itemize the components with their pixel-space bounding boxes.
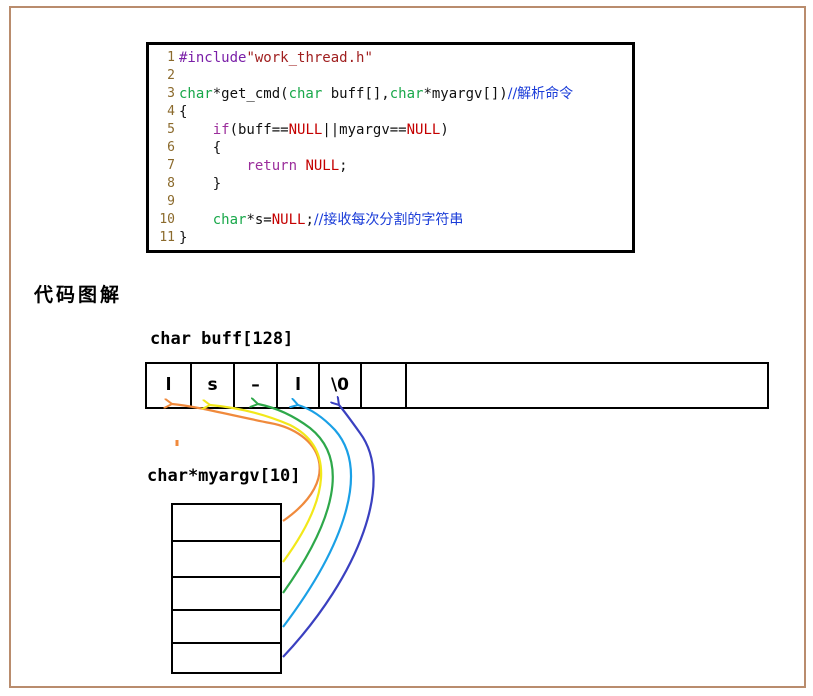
code-token: char <box>288 86 323 102</box>
code-token: if <box>212 122 230 138</box>
code-token: NULL <box>406 122 441 138</box>
code-token: char <box>212 212 247 228</box>
code-token: ; <box>305 212 314 228</box>
code-token: ||myargv== <box>322 122 407 138</box>
buff-cell-5 <box>362 364 407 407</box>
buff-array: l s – l \0 <box>145 362 769 409</box>
code-token: #include <box>179 50 247 66</box>
code-token: return <box>246 158 298 174</box>
code-text: return NULL; <box>179 157 348 175</box>
arrow-argv1-to-buff1 <box>210 405 323 563</box>
code-token: (buff== <box>229 122 289 138</box>
code-text: { <box>179 103 187 121</box>
arrow-argv0-to-buff0 <box>172 404 321 522</box>
code-token: { <box>179 104 188 120</box>
line-number: 4 <box>167 104 175 119</box>
code-token: char <box>179 86 213 102</box>
code-token: } <box>179 230 188 246</box>
code-text: char*get_cmd(char buff[],char*myargv[])/… <box>179 85 573 103</box>
code-text: } <box>179 229 187 247</box>
code-text: if(buff==NULL||myargv==NULL) <box>179 121 449 139</box>
argv-cell-3 <box>173 611 280 644</box>
code-token: *myargv[]) <box>423 86 508 102</box>
code-token: ) <box>440 122 449 138</box>
argv-cell-2 <box>173 578 280 611</box>
line-number: 3 <box>167 86 175 101</box>
code-token: //接收每次分割的字符串 <box>313 212 464 228</box>
line-number: 8 <box>167 176 175 191</box>
line-number: 6 <box>167 140 175 155</box>
buff-label: char buff[128] <box>150 329 294 349</box>
line-number: 1 <box>167 50 175 65</box>
buff-cell-1: s <box>192 364 235 407</box>
argv-array <box>171 503 282 674</box>
code-token: *get_cmd( <box>212 86 289 102</box>
code-token: *s= <box>246 212 272 228</box>
line-number: 2 <box>167 68 175 83</box>
code-token: ; <box>339 158 348 174</box>
code-token: } <box>179 176 222 192</box>
code-token: //解析命令 <box>507 86 574 102</box>
line-number: 5 <box>167 122 175 137</box>
buff-cell-0: l <box>147 364 192 407</box>
code-text: #include"work_thread.h" <box>179 49 373 67</box>
code-token: NULL <box>305 158 340 174</box>
code-text: { <box>179 139 221 157</box>
code-token: buff[], <box>322 86 390 102</box>
argv-cell-0 <box>173 505 280 542</box>
arrow-argv2-to-buff2 <box>258 404 334 594</box>
argv-label: char*myargv[10] <box>147 466 301 486</box>
buff-cell-2: – <box>235 364 278 407</box>
code-token: NULL <box>288 122 323 138</box>
line-number: 7 <box>167 158 175 173</box>
code-token: char <box>389 86 424 102</box>
code-token: { <box>179 140 222 156</box>
line-number: 9 <box>167 194 175 209</box>
arrow-argv4-to-buff4 <box>282 405 375 658</box>
argv-cell-1 <box>173 542 280 578</box>
line-number: 11 <box>159 230 175 245</box>
buff-cell-4: \0 <box>320 364 362 407</box>
section-heading: 代码图解 <box>34 284 123 306</box>
code-token: "work_thread.h" <box>246 50 373 66</box>
line-number: 10 <box>159 212 175 227</box>
code-text: } <box>179 175 221 193</box>
arrow-argv3-to-buff3 <box>282 405 353 628</box>
buff-cell-3: l <box>278 364 320 407</box>
code-token: NULL <box>271 212 306 228</box>
code-text: char*s=NULL;//接收每次分割的字符串 <box>179 211 464 229</box>
